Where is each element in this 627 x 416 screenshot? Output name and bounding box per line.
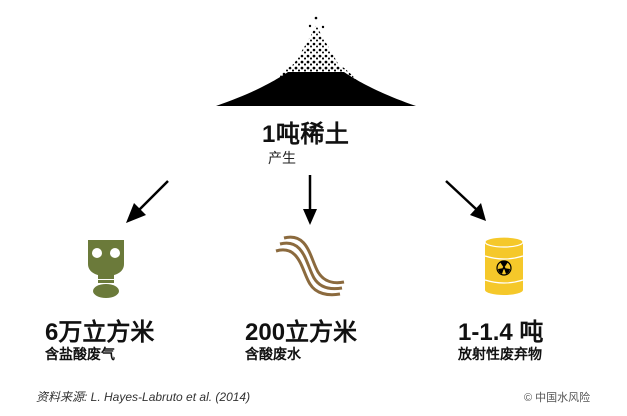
- output-amount-gas: 6万立方米: [45, 319, 155, 346]
- main-title: 1吨稀土: [262, 121, 350, 148]
- arrow-left-icon: [126, 180, 169, 223]
- source-citation: 资料来源: L. Hayes-Labruto et al. (2014): [36, 390, 251, 404]
- radioactive-barrel-icon: [484, 236, 524, 295]
- output-label-water: 含酸废水: [245, 346, 301, 362]
- output-amount-water: 200立方米: [245, 319, 358, 346]
- output-label-radioactive: 放射性废弃物: [458, 346, 542, 362]
- rare-earth-mound-icon: [216, 16, 416, 106]
- main-subtitle: 产生: [268, 150, 296, 166]
- copyright: © 中国水风险: [524, 392, 591, 404]
- arrow-right-icon: [445, 180, 486, 221]
- wastewater-waves-icon: [275, 235, 345, 297]
- arrows: [126, 175, 486, 225]
- arrow-down-icon: [303, 175, 317, 225]
- output-amount-radioactive: 1-1.4 吨: [458, 319, 544, 346]
- output-label-gas: 含盐酸废气: [45, 346, 115, 362]
- gas-mask-icon: [88, 240, 124, 298]
